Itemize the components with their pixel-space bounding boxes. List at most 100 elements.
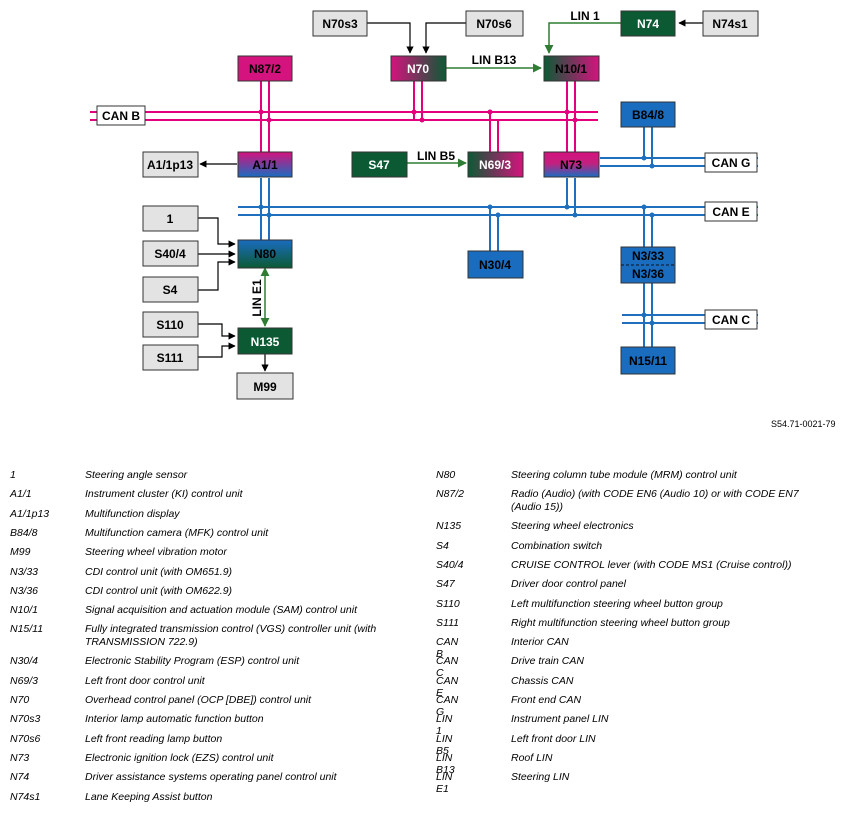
legend-description: Instrument cluster (KI) control unit	[85, 488, 243, 501]
svg-text:N74s1: N74s1	[712, 17, 748, 31]
legend-description: Steering wheel electronics	[511, 520, 634, 533]
legend-description: Multifunction display	[85, 507, 180, 520]
unit-n87-2: N87/2	[237, 55, 293, 82]
unit-n135: N135	[237, 327, 293, 355]
svg-text:B84/8: B84/8	[632, 108, 664, 122]
legend-code: S40/4	[436, 558, 464, 571]
legend-description: Roof LIN	[511, 751, 553, 764]
network-topology-diagram: N70s3 N70s6 N74 N74s1 N87/2 N70 N10/1 B8…	[90, 9, 759, 400]
legend-description: Overhead control panel (OCP [DBE]) contr…	[85, 694, 312, 706]
legend-code: CAN G	[436, 694, 459, 718]
svg-text:1: 1	[167, 212, 174, 226]
svg-text:N70s6: N70s6	[476, 17, 512, 31]
unit-n74: N74	[620, 10, 676, 37]
unit-n73: N73	[543, 151, 600, 178]
legend-code: N74	[10, 771, 30, 784]
legend-code: N70	[10, 694, 30, 706]
bus-label-can-g: CAN G	[704, 152, 758, 173]
unit-1: 1	[142, 205, 199, 232]
svg-text:N15/11: N15/11	[629, 354, 667, 368]
legend-description: Steering angle sensor	[85, 469, 188, 481]
legend-code: CAN E	[436, 674, 459, 699]
legend-code: CAN B	[436, 636, 459, 661]
unit-n74s1: N74s1	[702, 10, 759, 37]
unit-n3-33-n3-36: N3/33 N3/36	[620, 246, 676, 284]
unit-s40-4: S40/4	[142, 240, 199, 267]
legend-description: Left front door LIN	[511, 732, 596, 745]
svg-text:CAN C: CAN C	[712, 313, 750, 327]
unit-n30-4: N30/4	[467, 250, 524, 279]
bus-label-can-c: CAN C	[704, 309, 758, 330]
svg-text:CAN E: CAN E	[712, 205, 749, 219]
legend-description: Combination switch	[511, 539, 603, 552]
legend-code: LIN 1	[436, 713, 453, 738]
svg-text:N70s3: N70s3	[322, 17, 358, 31]
legend-code: LIN E1	[436, 771, 453, 796]
svg-text:N135: N135	[251, 335, 280, 349]
bus-label-lin-e1: LIN E1	[250, 279, 264, 317]
unit-n80: N80	[237, 239, 293, 269]
figure-reference: S54.71-0021-79	[771, 419, 836, 429]
svg-text:N73: N73	[560, 158, 582, 172]
svg-text:N10/1: N10/1	[555, 62, 587, 76]
legend-description: Signal acquisition and actuation module …	[85, 604, 357, 617]
svg-text:S40/4: S40/4	[154, 247, 186, 261]
svg-text:N74: N74	[637, 17, 659, 31]
legend-description: Steering wheel vibration motor	[85, 546, 227, 559]
svg-text:N70: N70	[407, 62, 429, 76]
legend-description: Steering LIN	[511, 771, 570, 784]
legend-code: N135	[436, 520, 462, 533]
svg-text:S110: S110	[156, 318, 184, 332]
legend-code: S4	[436, 539, 449, 552]
legend-code: N69/3	[10, 674, 39, 687]
legend-code: N70s3	[10, 713, 41, 726]
legend-code: A1/1p13	[10, 507, 50, 520]
unit-a1-1: A1/1	[237, 151, 293, 178]
svg-text:S4: S4	[163, 283, 178, 297]
legend-code: N70s6	[10, 732, 41, 745]
svg-text:A1/1p13: A1/1p13	[147, 158, 193, 172]
unit-n10-1: N10/1	[543, 55, 600, 82]
unit-b84-8: B84/8	[620, 101, 676, 128]
svg-text:N30/4: N30/4	[479, 258, 511, 272]
svg-text:A1/1: A1/1	[252, 158, 278, 172]
svg-text:N3/33: N3/33	[632, 249, 664, 263]
legend-code: A1/1	[10, 488, 32, 501]
legend-description: CDI control unit (with OM622.9)	[85, 584, 233, 597]
legend-description: Steering column tube module (MRM) contro…	[511, 469, 737, 481]
svg-text:CAN G: CAN G	[712, 156, 751, 170]
can-b-bus	[90, 80, 598, 152]
legend-code: N30/4	[10, 655, 39, 668]
svg-text:N3/36: N3/36	[632, 267, 664, 281]
svg-text:N80: N80	[254, 247, 276, 261]
svg-text:N69/3: N69/3	[479, 158, 511, 172]
legend-code: N87/2	[436, 488, 465, 501]
legend-description: Interior lamp automatic function button	[85, 713, 264, 726]
unit-m99: M99	[236, 372, 294, 400]
legend-code: N10/1	[10, 604, 39, 617]
unit-n15-11: N15/11	[620, 346, 676, 375]
legend-description: Chassis CAN	[511, 674, 574, 687]
svg-text:M99: M99	[253, 380, 277, 394]
legend-code: N3/36	[10, 584, 39, 597]
unit-a1-1p13: A1/1p13	[142, 151, 199, 178]
svg-text:S47: S47	[368, 158, 390, 172]
legend-code: S111	[436, 616, 459, 629]
legend-description: Driver assistance systems operating pane…	[85, 771, 337, 784]
legend-description: Electronic ignition lock (EZS) control u…	[85, 751, 274, 764]
legend-code: N15/11	[10, 623, 44, 636]
legend-code: M99	[10, 546, 31, 559]
legend-description: Drive train CAN	[511, 655, 584, 668]
legend-description: Driver door control panel	[511, 578, 626, 591]
legend-description: Multifunction camera (MFK) control unit	[85, 526, 269, 539]
unit-s4: S4	[142, 276, 199, 303]
legend-code: N80	[436, 469, 456, 481]
legend-description: Fully integrated transmission control (V…	[85, 623, 377, 648]
legend-code: B84/8	[10, 526, 38, 539]
unit-s111: S111	[142, 344, 199, 371]
legend-code: CAN C	[436, 655, 459, 680]
unit-n70s6: N70s6	[465, 10, 524, 37]
legend-description: Radio (Audio) (with CODE EN6 (Audio 10) …	[511, 488, 799, 513]
unit-s47: S47	[351, 151, 408, 178]
legend-description: Electronic Stability Program (ESP) contr…	[85, 655, 300, 668]
